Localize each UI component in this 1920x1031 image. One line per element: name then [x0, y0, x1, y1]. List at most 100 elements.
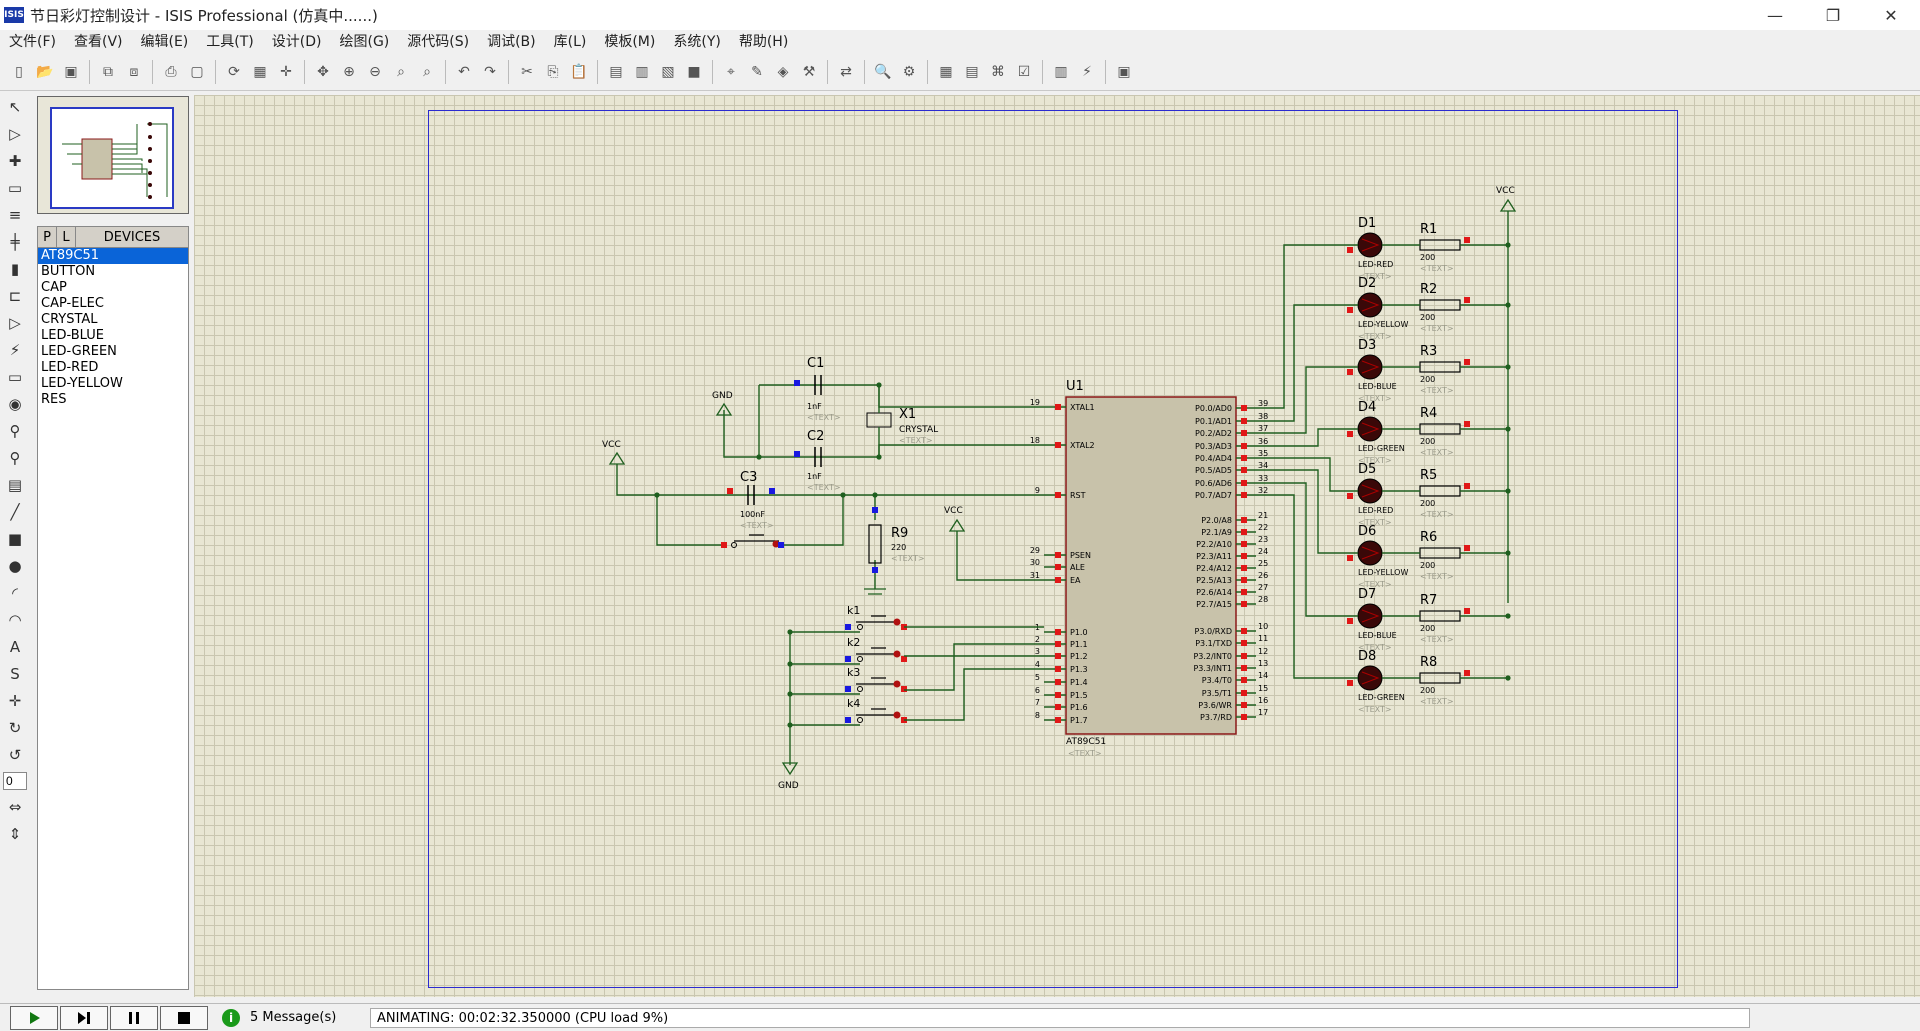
zoom-area-icon[interactable]: ⌕ [423, 63, 431, 80]
device-item[interactable]: CAP-ELEC [41, 296, 104, 311]
package-icon[interactable]: ◈ [777, 63, 789, 80]
flip-v-icon[interactable]: ⇕ [8, 825, 22, 843]
graph-icon[interactable]: ⚡ [9, 341, 21, 359]
message-count[interactable]: 5 Message(s) [250, 1010, 337, 1025]
arc-icon[interactable]: ◜ [12, 584, 18, 602]
menu-item[interactable]: 帮助(H) [738, 34, 789, 50]
zoom-in-icon[interactable]: ⊕ [343, 63, 355, 80]
block-copy-icon[interactable]: ▤ [609, 63, 623, 80]
zoom-all-icon[interactable]: ⌕ [397, 63, 405, 80]
overview-window[interactable] [37, 96, 189, 214]
property-icon[interactable]: ⚙ [902, 63, 916, 80]
undo-icon[interactable]: ↶ [458, 63, 470, 80]
device-item[interactable]: CAP [41, 280, 67, 295]
line-icon[interactable]: ╱ [10, 503, 20, 521]
search-icon[interactable]: 🔍 [874, 63, 892, 80]
pause-button[interactable] [110, 1005, 158, 1030]
device-item[interactable]: LED-BLUE [41, 328, 104, 343]
close-button[interactable]: ✕ [1884, 5, 1898, 25]
device-item[interactable]: AT89C51 [38, 248, 188, 264]
menu-item[interactable]: 库(L) [553, 34, 587, 50]
component-icon[interactable]: ▷ [9, 125, 21, 143]
library-manager-tab[interactable]: L [57, 227, 76, 247]
export-icon[interactable]: ⧈ [129, 63, 139, 80]
menu-item[interactable]: 调试(B) [487, 34, 536, 50]
menu-item[interactable]: 文件(F) [9, 34, 56, 50]
pick-devices-tab[interactable]: P [38, 227, 57, 247]
text-icon[interactable]: A [9, 638, 21, 656]
marker-icon[interactable]: ✛ [8, 692, 22, 710]
subcircuit-icon[interactable]: ▮ [10, 260, 20, 278]
copy-icon[interactable]: ⎘ [547, 63, 559, 80]
instrument-icon[interactable]: ▤ [7, 476, 23, 494]
device-item[interactable]: BUTTON [41, 264, 96, 279]
pick-icon[interactable]: ⌖ [727, 63, 735, 80]
menu-item[interactable]: 绘图(G) [339, 34, 390, 50]
circle-icon[interactable]: ● [8, 557, 22, 575]
new-icon[interactable]: ▯ [15, 63, 23, 80]
redo-icon[interactable]: ↷ [484, 63, 496, 80]
wire-route-icon[interactable]: ⇄ [840, 63, 852, 80]
menu-item[interactable]: 源代码(S) [407, 34, 470, 50]
pin-icon[interactable]: ▷ [9, 314, 21, 332]
rotation-input[interactable] [3, 772, 27, 790]
flip-h-icon[interactable]: ⇔ [8, 798, 22, 816]
play-button[interactable] [10, 1005, 58, 1030]
cut-icon[interactable]: ✂ [521, 63, 533, 80]
make-device-icon[interactable]: ✎ [751, 63, 763, 80]
origin-icon[interactable]: ✛ [280, 63, 292, 80]
device-item[interactable]: CRYSTAL [41, 312, 98, 327]
overview-viewport[interactable] [50, 107, 174, 209]
netlist-icon[interactable]: ▦ [939, 63, 953, 80]
restore-button[interactable]: ❐ [1825, 5, 1841, 25]
symbol-icon[interactable]: S [10, 665, 20, 683]
print-icon[interactable]: ⎙ [165, 63, 177, 80]
rotate-ccw-icon[interactable]: ↺ [8, 746, 22, 764]
menu-item[interactable]: 设计(D) [271, 34, 322, 50]
paste-icon[interactable]: 📋 [570, 63, 588, 80]
path-icon[interactable]: ◠ [8, 611, 22, 629]
import-icon[interactable]: ⧉ [103, 63, 113, 80]
device-item[interactable]: RES [41, 392, 67, 407]
zoom-out-icon[interactable]: ⊖ [369, 63, 381, 80]
label-icon[interactable]: ▭ [7, 179, 23, 197]
ares-icon[interactable]: ⌘ [991, 63, 1005, 80]
check-icon[interactable]: ☑ [1017, 63, 1031, 80]
ares-logo-icon[interactable]: ▣ [1117, 63, 1131, 80]
menu-item[interactable]: 工具(T) [206, 34, 254, 50]
select-icon[interactable]: ↖ [8, 98, 22, 116]
step-button[interactable] [60, 1005, 108, 1030]
menu-item[interactable]: 模板(M) [604, 34, 656, 50]
device-item[interactable]: LED-RED [41, 360, 99, 375]
menu-item[interactable]: 编辑(E) [140, 34, 189, 50]
probe-voltage-icon[interactable]: ⚲ [9, 422, 21, 440]
open-icon[interactable]: 📂 [36, 63, 54, 80]
menu-item[interactable]: 系统(Y) [673, 34, 721, 50]
block-rotate-icon[interactable]: ▧ [661, 63, 675, 80]
rotate-cw-icon[interactable]: ↻ [8, 719, 22, 737]
terminal-icon[interactable]: ⊏ [8, 287, 22, 305]
bom-icon[interactable]: ▤ [965, 63, 979, 80]
save-icon[interactable]: ▣ [64, 63, 78, 80]
block-move-icon[interactable]: ▥ [635, 63, 649, 80]
area-icon[interactable]: ▢ [190, 63, 204, 80]
decompose-icon[interactable]: ⚒ [802, 63, 816, 80]
box-icon[interactable]: ■ [7, 530, 23, 548]
refresh-icon[interactable]: ⟳ [228, 63, 240, 80]
menu-item[interactable]: 查看(V) [73, 34, 123, 50]
grid-icon[interactable]: ▦ [253, 63, 267, 80]
sim-icon[interactable]: ▥ [1054, 63, 1068, 80]
block-delete-icon[interactable]: ■ [687, 63, 701, 80]
text-script-icon[interactable]: ≡ [8, 206, 22, 224]
device-item[interactable]: LED-GREEN [41, 344, 117, 359]
graph-icon[interactable]: ⚡ [1082, 63, 1092, 80]
pan-icon[interactable]: ✥ [317, 63, 329, 80]
device-item[interactable]: LED-YELLOW [41, 376, 123, 391]
minimize-button[interactable]: — [1767, 5, 1783, 25]
junction-icon[interactable]: ✚ [8, 152, 22, 170]
generator-icon[interactable]: ◉ [8, 395, 22, 413]
bus-icon[interactable]: ╪ [10, 233, 20, 251]
tape-icon[interactable]: ▭ [7, 368, 23, 386]
